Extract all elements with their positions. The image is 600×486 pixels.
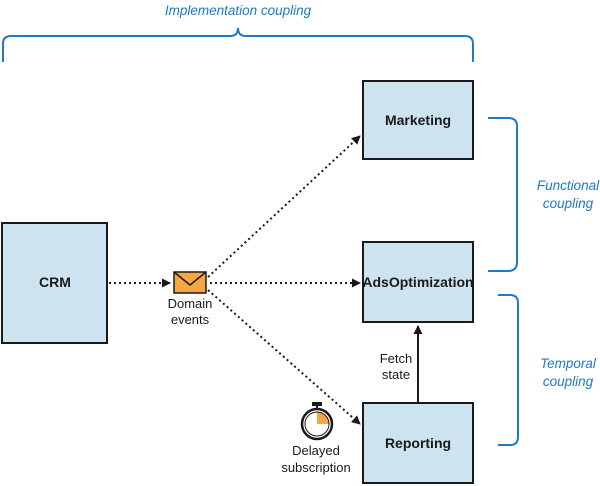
events-to-reporting-arrow bbox=[207, 289, 361, 425]
delayed-subscription-label-2: subscription bbox=[281, 460, 350, 475]
implementation-coupling-label: Implementation coupling bbox=[165, 3, 312, 18]
domain-events-label-1: Domain bbox=[168, 296, 213, 311]
delayed-subscription-label-1: Delayed bbox=[292, 443, 340, 458]
marketing-label: Marketing bbox=[385, 112, 451, 128]
envelope-icon bbox=[173, 271, 207, 294]
ads-optimization-box bbox=[362, 241, 474, 323]
stopwatch-icon bbox=[300, 402, 334, 441]
ads-optimization-label: AdsOptimization bbox=[362, 274, 473, 290]
reporting-box bbox=[362, 402, 474, 484]
functional-bracket bbox=[488, 117, 518, 272]
events-to-marketing-arrow bbox=[207, 135, 361, 278]
crm-box bbox=[1, 222, 108, 344]
implementation-bracket bbox=[2, 27, 474, 62]
fetch-state-label-1: Fetch bbox=[380, 351, 413, 366]
crm-label: CRM bbox=[39, 274, 71, 290]
functional-coupling-label-1: Functional bbox=[537, 178, 600, 193]
reporting-label: Reporting bbox=[385, 435, 451, 451]
temporal-bracket bbox=[498, 294, 519, 446]
fetch-state-label-2: state bbox=[382, 367, 410, 382]
domain-events-label-2: events bbox=[171, 312, 210, 327]
temporal-coupling-label-2: coupling bbox=[543, 374, 594, 389]
temporal-coupling-label-1: Temporal bbox=[540, 356, 597, 371]
marketing-box bbox=[362, 80, 474, 160]
functional-coupling-label-2: coupling bbox=[543, 196, 594, 211]
